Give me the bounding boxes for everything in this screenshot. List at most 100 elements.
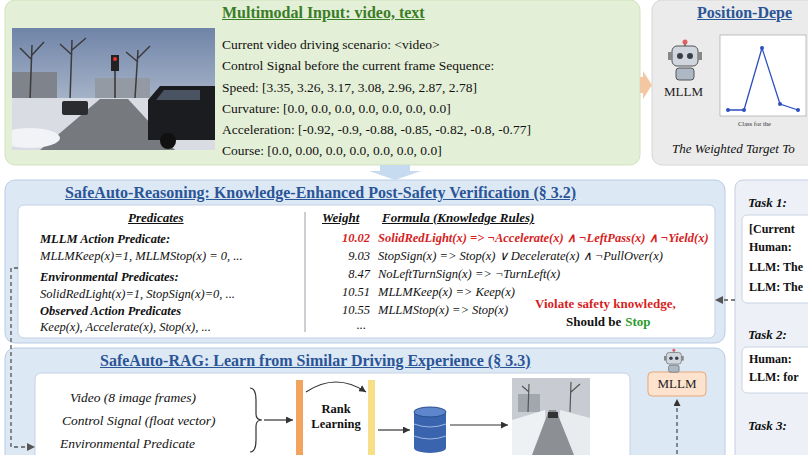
mllm-box: MLLM	[648, 372, 706, 396]
drawing-ellipse	[414, 443, 446, 453]
node-text: Human:	[749, 240, 792, 254]
red-light	[113, 57, 117, 61]
database-icon	[414, 407, 446, 453]
node-text: 8.47	[348, 267, 370, 282]
drawing-ellipse	[414, 407, 446, 417]
drawing-rect	[512, 378, 590, 455]
wheel	[160, 133, 176, 149]
column-divider	[305, 212, 306, 332]
node-text: Human:	[749, 352, 792, 366]
node-text: 10.02	[342, 231, 370, 246]
node-text: [Current	[749, 222, 795, 236]
node-text: Task 3:	[748, 418, 787, 434]
score-bar	[296, 380, 303, 455]
node-text: LLM: The	[749, 260, 803, 274]
node-text: SafeAuto-Reasoning: Knowledge-Enhanced P…	[65, 183, 576, 202]
panel-frame	[5, 348, 725, 455]
chart-dot	[796, 108, 800, 112]
retrieved-driving-image	[512, 378, 590, 455]
node-text: Should be	[566, 314, 621, 330]
panel-frame	[652, 0, 808, 165]
arrow	[378, 429, 410, 430]
node-text: Weight	[322, 210, 359, 226]
node-text: Task 2:	[748, 327, 787, 343]
drawing-path	[522, 382, 580, 412]
node-text: Speed: [3.35, 3.26, 3.17, 3.08, 2.96, 2.…	[222, 80, 477, 96]
score-bar	[368, 380, 375, 455]
reasoning-panel: PredicatesMLLM Action Predicate: MLLMKeep…	[5, 180, 725, 343]
node-text: Observed Action Predicates	[40, 304, 181, 319]
node-text: Predicates	[128, 210, 184, 226]
node-text: Current video driving scenario: <video>	[222, 37, 440, 53]
chart-dot	[742, 108, 746, 112]
node-text: Formula (Knowledge Rules)	[382, 210, 534, 226]
chart-line	[728, 48, 798, 110]
node-text: Curvature: [0.0, 0.0, 0.0, 0.0, 0.0, 0.0…	[222, 101, 451, 117]
node-text: Control Signal (float vector)	[62, 413, 216, 429]
panel-frame	[18, 205, 715, 338]
driving-video-frame	[12, 28, 215, 150]
node-text: LLM: for	[749, 370, 799, 384]
node-text: NoLeftTurnSign(x) => ¬TurnLeft(x)	[378, 267, 560, 282]
drawing-rect	[548, 412, 558, 418]
node-text: Keep(x), Accelerate(x), Stop(x), ...	[40, 320, 211, 335]
block-arrow	[640, 71, 652, 99]
drawing-path	[414, 424, 446, 439]
suv-window	[156, 90, 200, 100]
node-text: SafeAuto-RAG: Learn from Similar Driving…	[100, 351, 530, 370]
arrow	[450, 424, 508, 425]
arrow	[264, 419, 293, 420]
dashed-arrow	[11, 268, 35, 447]
suv	[148, 86, 215, 140]
rag-panel: Video (8 image frames) Control Signal (fl…	[5, 348, 725, 455]
axis-label: Class for the	[738, 120, 771, 128]
task-box: [CurrentHuman:LLM: TheLLM: The	[742, 215, 808, 303]
node-text: SolidRedLight(x)=1, StopSign(x)=0, ...	[40, 287, 235, 302]
node-text: Task 1:	[748, 195, 787, 211]
panel-frame	[648, 372, 706, 396]
panel-frame	[735, 180, 808, 455]
car	[62, 101, 88, 115]
node-text: ...	[357, 318, 366, 333]
snow-pile	[12, 128, 60, 148]
node-text: MLLMKeep(x)=1, MLLMStop(x) = 0, ...	[40, 249, 243, 264]
task-box: Human: LLM: for	[742, 347, 808, 393]
node-text: The Weighted Target To	[672, 141, 795, 157]
rank-arrow	[306, 382, 366, 392]
node-text: 10.55	[342, 303, 370, 318]
node-text: Environmental Predicate	[60, 436, 195, 452]
node-text: Control Signal before the current frame …	[222, 58, 494, 74]
node-text: MLLM Action Predicate:	[40, 232, 170, 247]
chart-dot	[726, 108, 730, 112]
node-text: Stop	[625, 314, 650, 330]
node-text: MLLM	[658, 376, 697, 392]
node-text: Environmental Predicates:	[40, 270, 179, 285]
dashed-arrow	[715, 299, 735, 300]
input-panel: Multimodal Input: video, textCurrent vid…	[5, 0, 640, 165]
node-text: StopSign(x) => Stop(x) ∨ Decelerate(x) ∧…	[378, 249, 663, 264]
chart-dot	[778, 102, 782, 106]
node-text: Violate safety knowledge,	[535, 296, 676, 312]
node-text: Rank Learning	[305, 402, 367, 432]
probability-chart	[720, 35, 806, 116]
brace	[250, 388, 262, 452]
retrieval-box: Video (8 image frames) Control Signal (fl…	[35, 373, 630, 455]
panel-frame	[742, 347, 808, 393]
node-text: Position-Depe	[697, 3, 792, 22]
panel-frame	[742, 215, 808, 303]
node-text: Course: [0.0, 0.00, 0.0, 0.0, 0.0, 0.0, …	[222, 143, 442, 159]
panel-frame	[35, 373, 630, 455]
chart-dot	[760, 46, 764, 50]
icon-label: MLLM	[664, 84, 703, 100]
dashed-arrow	[676, 399, 677, 454]
node-text: 10.51	[342, 285, 370, 300]
node-text: Multimodal Input: video, text	[222, 3, 425, 22]
node-text: MLLMStop(x) => Stop(x)	[378, 303, 508, 318]
output-panel: Position-DepeThe Weighted Target To	[652, 0, 808, 165]
tasks-panel: [CurrentHuman:LLM: TheLLM: TheHuman:LLM:…	[735, 180, 808, 455]
node-text: Video (8 image frames)	[70, 390, 196, 406]
bare-trees	[20, 38, 150, 100]
panel-frame	[5, 180, 725, 343]
